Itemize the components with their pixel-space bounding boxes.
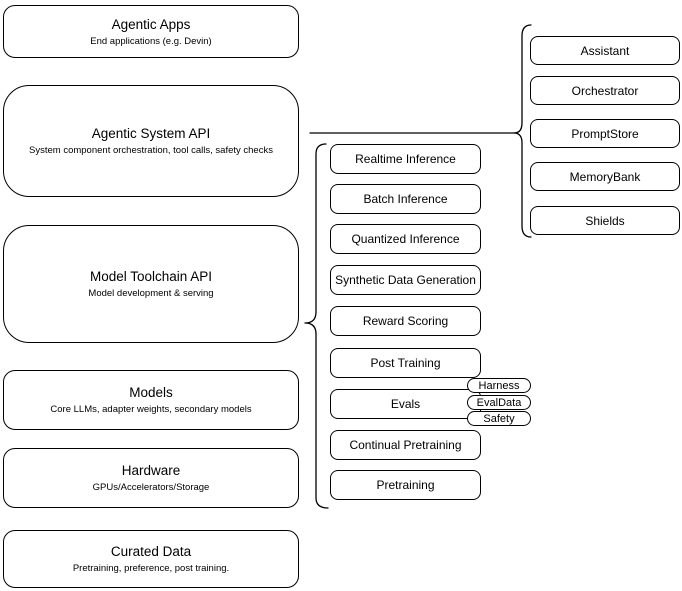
node-synthetic-data-generation: Synthetic Data Generation: [330, 265, 481, 295]
bracket-system-components: [513, 24, 532, 238]
node-post-training: Post Training: [330, 348, 481, 378]
node-subtitle: GPUs/Accelerators/Storage: [92, 482, 210, 493]
node-title: Models: [129, 385, 173, 400]
node-promptstore: PromptStore: [530, 119, 680, 148]
node-title: Curated Data: [110, 544, 192, 559]
node-subtitle: Core LLMs, adapter weights, secondary mo…: [50, 404, 252, 415]
node-title: Agentic System API: [91, 126, 211, 141]
node-agentic-apps: Agentic Apps End applications (e.g. Devi…: [3, 5, 299, 58]
pill-harness: Harness: [467, 378, 531, 393]
node-shields: Shields: [530, 206, 680, 235]
node-subtitle: End applications (e.g. Devin): [90, 35, 212, 47]
node-title: Agentic Apps: [111, 16, 191, 32]
node-orchestrator: Orchestrator: [530, 76, 680, 105]
pill-evaldata: EvalData: [467, 395, 531, 410]
bracket-toolchain-services: [304, 143, 329, 509]
node-curated-data: Curated Data Pretraining, preference, po…: [3, 530, 299, 588]
node-models: Models Core LLMs, adapter weights, secon…: [3, 370, 299, 430]
node-hardware: Hardware GPUs/Accelerators/Storage: [3, 448, 299, 508]
node-subtitle: Pretraining, preference, post training.: [72, 563, 230, 574]
node-pretraining: Pretraining: [330, 470, 481, 500]
node-continual-pretraining: Continual Pretraining: [330, 430, 481, 460]
node-assistant: Assistant: [530, 36, 680, 65]
node-model-toolchain-api: Model Toolchain API Model development & …: [3, 225, 299, 343]
node-realtime-inference: Realtime Inference: [330, 144, 481, 174]
node-title: Hardware: [121, 463, 181, 478]
node-agentic-system-api: Agentic System API System component orch…: [3, 85, 299, 197]
pill-safety: Safety: [467, 411, 531, 426]
node-quantized-inference: Quantized Inference: [330, 224, 481, 254]
node-reward-scoring: Reward Scoring: [330, 306, 481, 336]
node-subtitle: System component orchestration, tool cal…: [29, 145, 273, 156]
node-subtitle: Model development & serving: [88, 288, 214, 299]
node-evals: Evals: [330, 389, 481, 419]
node-memorybank: MemoryBank: [530, 162, 680, 191]
node-title: Model Toolchain API: [89, 269, 213, 284]
node-batch-inference: Batch Inference: [330, 184, 481, 214]
